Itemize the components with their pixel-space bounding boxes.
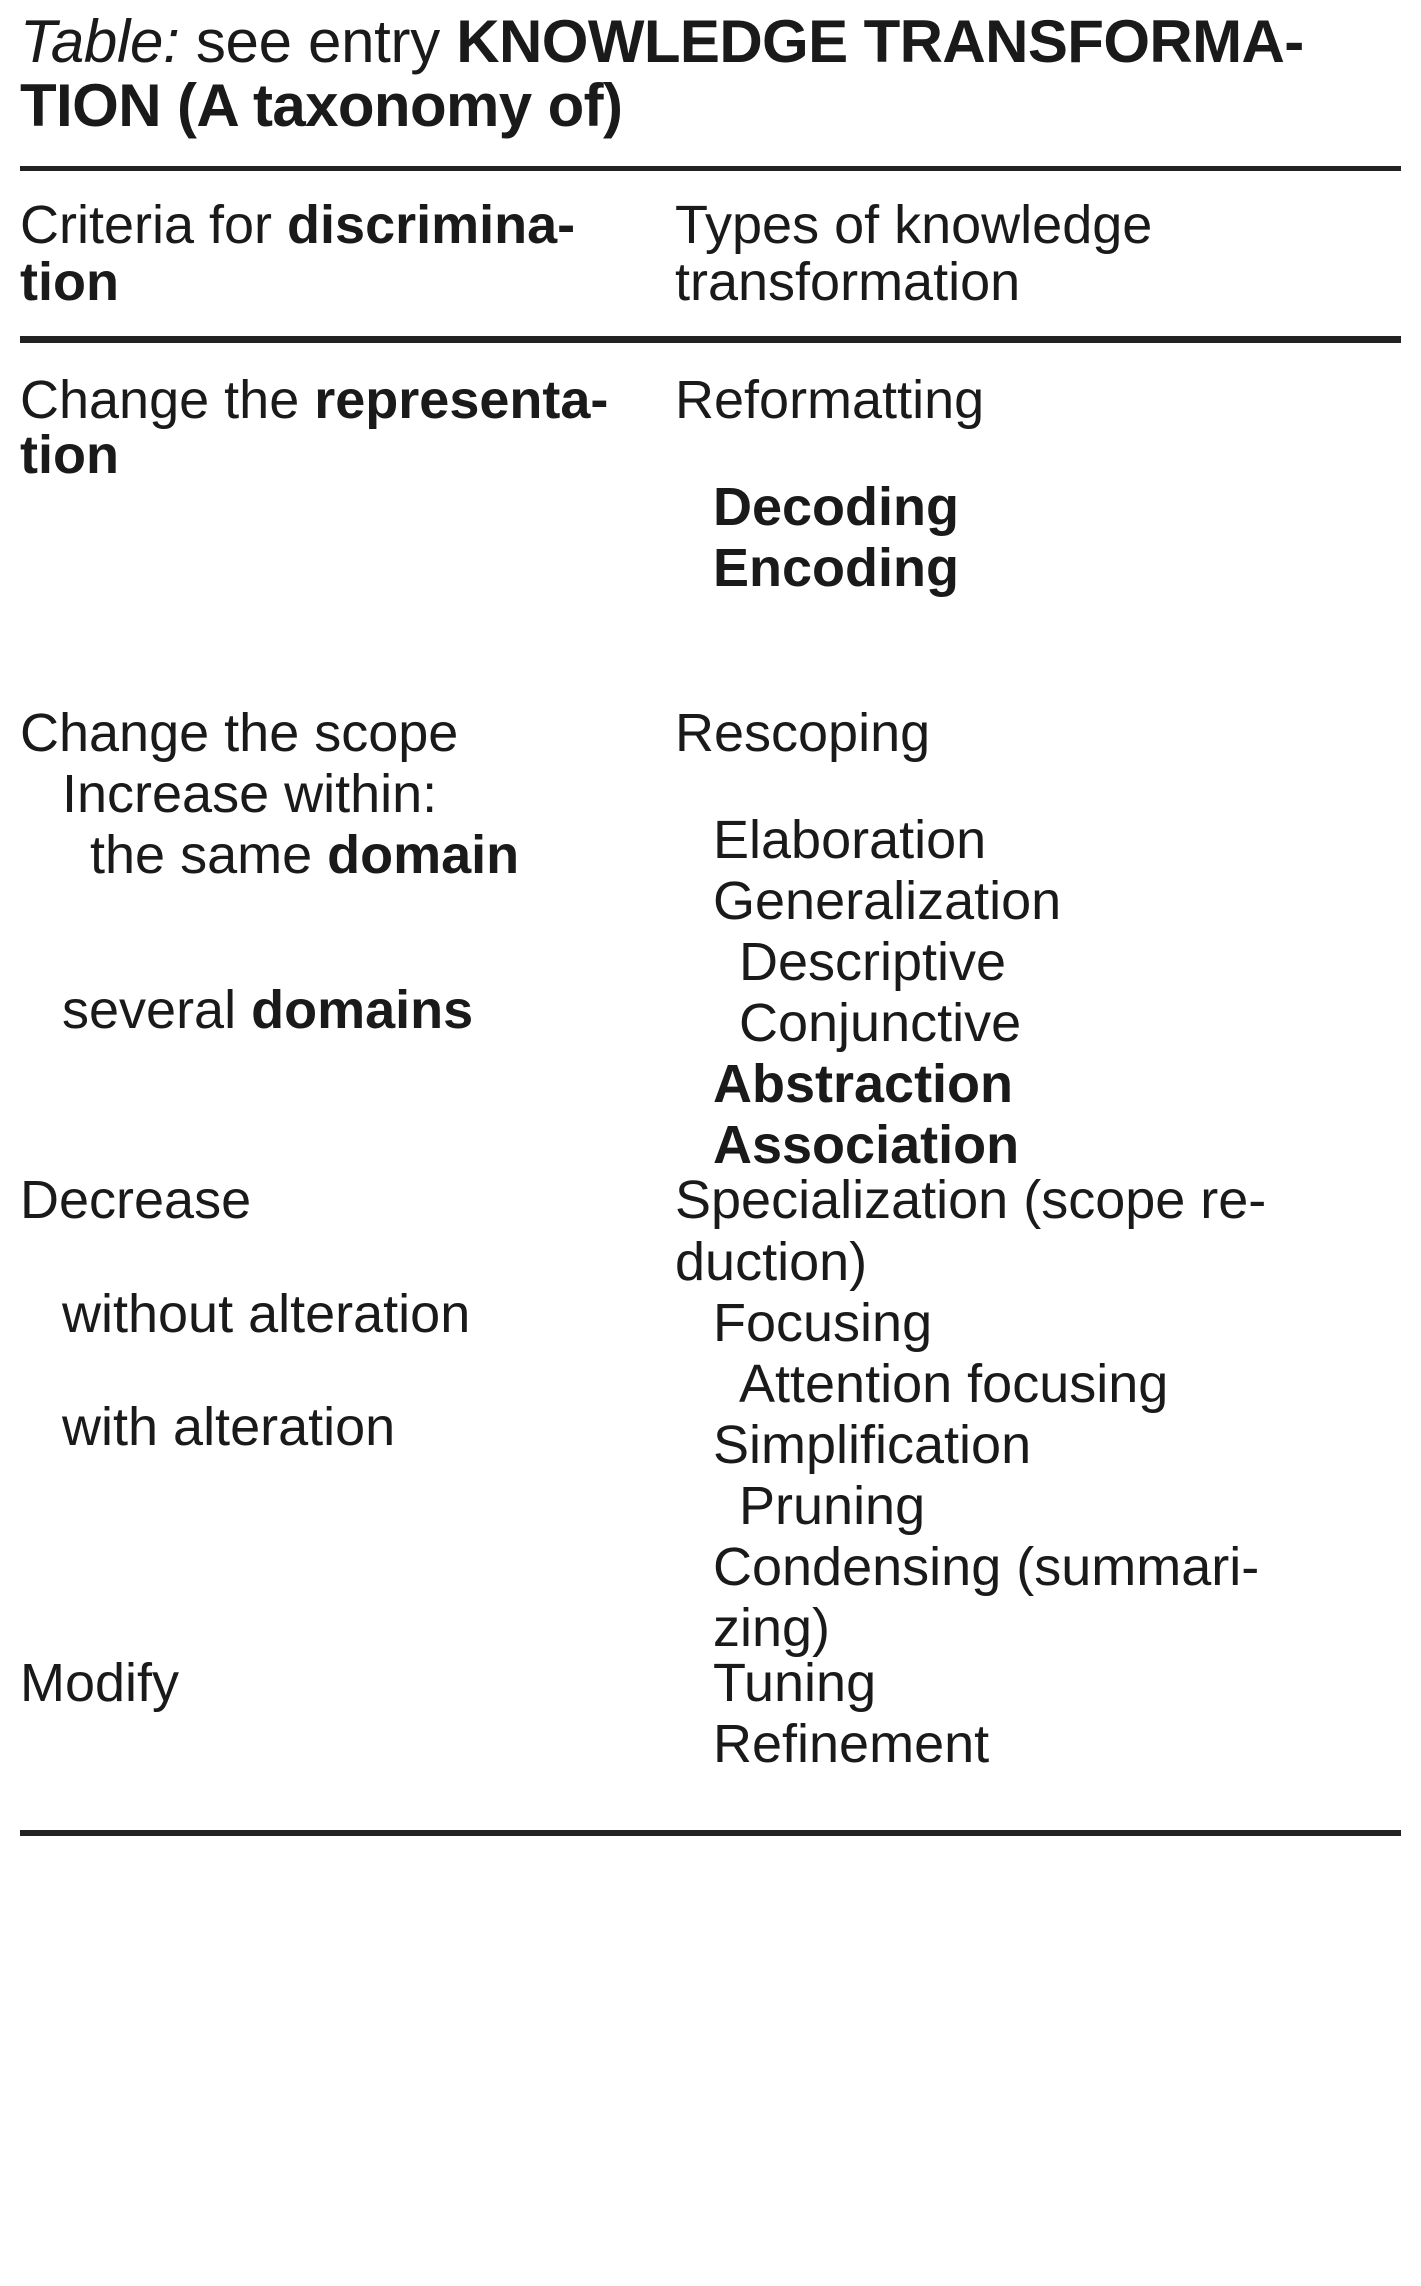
type-tuning: Tuning xyxy=(713,1653,877,1714)
row-1-left-line-1: Change the representa- xyxy=(20,369,675,430)
caption-label: Table: xyxy=(20,8,180,75)
criteria-change-the-scope: Change the scope xyxy=(20,702,459,763)
type-elaboration: Elaboration xyxy=(713,810,987,870)
criteria-spacer xyxy=(20,883,675,983)
type-refinement: Refinement xyxy=(713,1714,990,1775)
criteria-decrease: Decrease xyxy=(20,1170,252,1231)
row-3-types: Specialization (scope re- duction) Focus… xyxy=(675,1173,1401,1656)
criteria-same-domain-plain: the same xyxy=(90,825,328,886)
type-decoding: Decoding xyxy=(713,476,960,537)
type-abstraction: Abstraction xyxy=(713,1054,1014,1115)
header-types-line-1: Types of knowledge xyxy=(675,195,1153,256)
row-1-left-line-2: tion xyxy=(20,424,119,485)
type-condensing-line-2: zing) xyxy=(713,1598,831,1659)
type-rescoping: Rescoping xyxy=(675,702,931,763)
type-focusing: Focusing xyxy=(713,1292,933,1353)
row-4-criteria: Modify xyxy=(20,1656,675,1711)
type-simplification: Simplification xyxy=(713,1414,1032,1475)
row-1-left-bold: representa- xyxy=(314,369,609,430)
bottom-gap xyxy=(20,1772,1401,1830)
header-types-line-2: transformation xyxy=(675,251,1021,312)
criteria-without-alteration: without alteration xyxy=(62,1283,471,1344)
criteria-spacer xyxy=(20,1342,675,1400)
rule-above-header xyxy=(20,166,1401,172)
row-2-types: Rescoping Elaboration Generalization Des… xyxy=(675,702,1401,1176)
type-reformatting: Reformatting xyxy=(675,369,985,430)
table-row: Change the scope Increase within: the sa… xyxy=(20,702,1401,1176)
row-gap-1 xyxy=(20,596,1401,706)
table-caption: Table: see entry KNOWLEDGE TRANSFORMA-TI… xyxy=(20,0,1401,138)
table-header-row: Criteria for discrimina- tion Types of k… xyxy=(20,171,1401,335)
header-criteria-plain: Criteria for xyxy=(20,195,288,256)
row-4-types: Tuning Refinement xyxy=(675,1656,1401,1772)
header-cell-criteria: Criteria for discrimina- tion xyxy=(20,197,675,309)
row-1-criteria: Change the representa- tion xyxy=(20,369,675,485)
type-pruning: Pruning xyxy=(739,1475,926,1536)
type-specialization-line-2: duction) xyxy=(675,1231,868,1292)
criteria-several-domains-plain: several xyxy=(62,980,252,1041)
row-1-types: Reformatting Decoding Encoding xyxy=(675,369,1401,598)
criteria-several-domains: several domains xyxy=(20,983,675,1038)
row-1-left-plain: Change the xyxy=(20,369,315,430)
type-attention-focusing: Attention focusing xyxy=(739,1353,1169,1414)
type-generalization: Generalization xyxy=(713,871,1062,932)
criteria-several-domains-bold: domains xyxy=(251,980,474,1041)
type-conjunctive: Conjunctive xyxy=(739,993,1022,1054)
caption-entry-reference: KNOWLEDGE TRANSFORMA-TION (A taxonomy of… xyxy=(20,8,1304,140)
type-specialization-line-1: Specialization (scope re- xyxy=(675,1170,1267,1231)
type-association: Association xyxy=(713,1115,1020,1176)
table-row: Decrease without alteration with alterat… xyxy=(20,1173,1401,1656)
type-descriptive: Descriptive xyxy=(739,932,1007,993)
row-2-criteria: Change the scope Increase within: the sa… xyxy=(20,702,675,1038)
rule-below-header xyxy=(20,335,1401,343)
header-criteria-line-2: tion xyxy=(20,251,119,312)
type-encoding: Encoding xyxy=(713,537,959,598)
criteria-with-alteration: with alteration xyxy=(62,1396,396,1457)
criteria-same-domain: the same domain xyxy=(20,828,675,883)
criteria-modify: Modify xyxy=(20,1653,180,1714)
criteria-same-domain-bold: domain xyxy=(327,825,520,886)
header-criteria-line-1: Criteria for discrimina- xyxy=(20,197,675,253)
table-row: Modify Tuning Refinement xyxy=(20,1656,1401,1772)
criteria-increase-within: Increase within: xyxy=(62,764,438,824)
header-cell-types: Types of knowledge transformation xyxy=(675,197,1401,309)
row-3-criteria: Decrease without alteration with alterat… xyxy=(20,1173,675,1454)
type-condensing-line-1: Condensing (summari- xyxy=(713,1536,1260,1597)
caption-lead: see entry xyxy=(179,8,457,75)
header-criteria-bold: discrimina- xyxy=(287,195,576,256)
rule-table-bottom xyxy=(20,1830,1401,1837)
criteria-spacer xyxy=(20,1229,675,1287)
table-row: Change the representa- tion Reformatting… xyxy=(20,343,1401,596)
